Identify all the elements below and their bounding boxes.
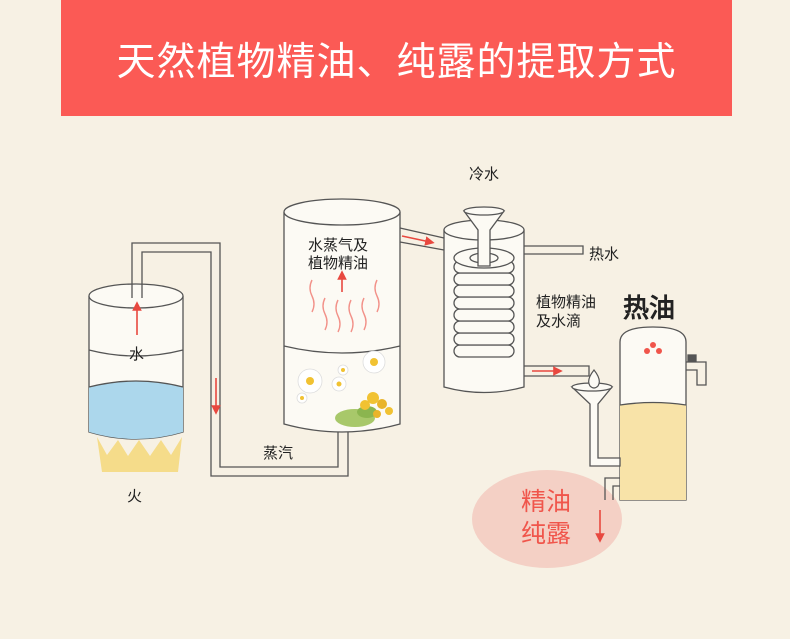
separator-flask xyxy=(570,326,707,501)
oil-water-drops-label: 植物精油 及水滴 xyxy=(536,293,597,330)
steam-label: 蒸汽 xyxy=(263,444,294,462)
vapor-oil-label: 水蒸气及 植物精油 xyxy=(308,236,369,272)
flow-arrows xyxy=(132,235,605,543)
output-bubble xyxy=(472,470,622,568)
boiler-tank xyxy=(88,283,184,440)
plant-material-icon xyxy=(296,350,393,427)
hot-water-label: 热水 xyxy=(589,245,620,263)
vapor-pipe xyxy=(399,227,445,251)
page-title: 天然植物精油、纯露的提取方式 xyxy=(116,40,677,85)
output-label: 精油 纯露 xyxy=(520,487,571,548)
bubble-icon xyxy=(644,342,662,354)
arrow-to-condenser xyxy=(401,235,435,246)
cold-water-label: 冷水 xyxy=(469,165,500,183)
flame-icon xyxy=(97,437,182,472)
fire-label: 火 xyxy=(127,487,143,505)
title-banner: 天然植物精油、纯露的提取方式 xyxy=(61,0,732,116)
condenser xyxy=(443,206,590,394)
heat-wave-icon xyxy=(309,279,380,333)
droplet-icon xyxy=(588,369,600,389)
steam-pipe xyxy=(131,242,349,477)
hot-oil-label: 热油 xyxy=(623,294,676,324)
water-label: 水 xyxy=(129,345,145,363)
